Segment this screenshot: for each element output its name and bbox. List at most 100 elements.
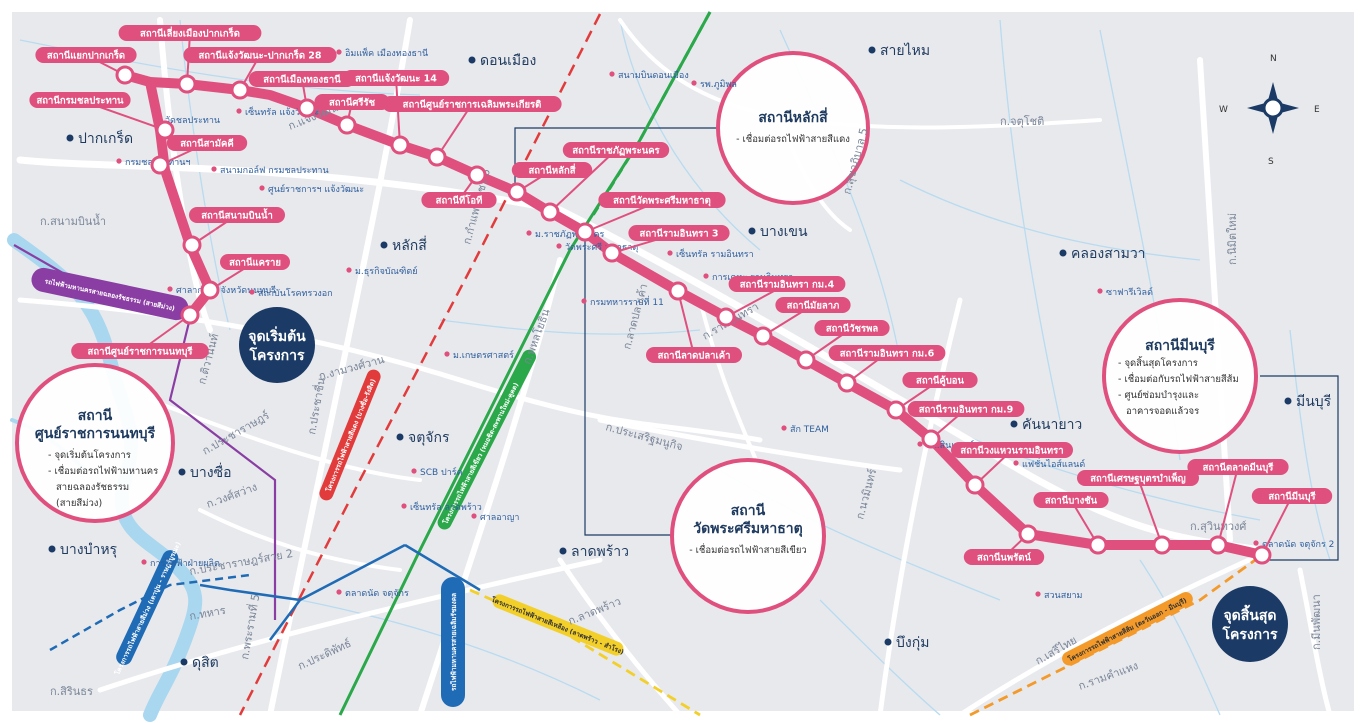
poi-pin-icon <box>236 108 242 114</box>
station-rajabhat[interactable]: สถานีราชภัฏพระนคร <box>540 142 670 222</box>
start-badge: จุดเริ่มต้น โครงการ <box>239 307 315 383</box>
station-dot <box>668 281 688 301</box>
station-label: สถานีวงแหวนรามอินทรา <box>960 445 1063 457</box>
station-dot <box>1252 545 1272 565</box>
poi-pin-icon <box>667 250 673 256</box>
compass-rose-icon: N S E W <box>1219 54 1320 167</box>
station-laksi[interactable]: สถานีหลักสี่ <box>507 162 593 202</box>
station-label: สถานีคู้บอน <box>916 375 964 388</box>
station-sanambinnam[interactable]: สถานีสนามบินน้ำ <box>182 207 285 255</box>
station-mueang-thong[interactable]: สถานีเมืองทองธานี <box>248 71 356 118</box>
callout-nonthaburi-b3: สายฉลองรัชธรรม <box>56 482 129 493</box>
station-wat-phra-sri[interactable]: สถานีวัดพระศรีมหาธาตุ <box>575 192 726 242</box>
station-maiyalap[interactable]: สถานีมัยลาภ <box>753 297 851 346</box>
station-talat-minburi[interactable]: สถานีตลาดมีนบุรี <box>1187 459 1289 555</box>
station-minburi[interactable]: สถานีมีนบุรี <box>1251 488 1333 565</box>
callout-nonthaburi[interactable]: สถานี ศูนย์ราชการนนทบุรี - จุดเริ่มต้นโค… <box>15 363 175 523</box>
stations-layer: สถานีแยกปากเกร็ดสถานีเลี่ยงเมืองปากเกร็ด… <box>29 25 1333 565</box>
poi-pin-icon <box>141 559 147 565</box>
place-dot <box>559 547 567 555</box>
station-label: สถานีหลักสี่ <box>528 163 575 177</box>
station-label: สถานีรามอินทรา 3 <box>640 228 719 240</box>
station-dot <box>427 147 447 167</box>
station-dot <box>182 235 202 255</box>
poi-pin-icon <box>526 230 532 236</box>
station-lieng-pk[interactable]: สถานีเลี่ยงเมืองปากเกร็ด <box>118 25 262 94</box>
station-ramintra-km4[interactable]: สถานีรามอินทรา กม.4 <box>716 276 846 327</box>
road-label: ก.นิมิตใหม่ <box>1226 213 1239 265</box>
station-nonthaburi-govt[interactable]: สถานีศูนย์ราชการนนทบุรี <box>71 305 209 359</box>
callout-laksi[interactable]: สถานีหลักสี่ - เชื่อมต่อรถไฟฟ้าสายสีแดง <box>716 51 870 205</box>
station-dot <box>150 155 170 175</box>
station-pill <box>421 192 497 208</box>
station-watcharaphon[interactable]: สถานีวัชรพล <box>796 320 890 370</box>
station-srirat[interactable]: สถานีศรีรัช <box>314 94 390 135</box>
place-label: มีนบุรี <box>1296 394 1332 410</box>
station-dot <box>1018 524 1038 544</box>
road-label: ก.สิรินธร <box>50 685 93 698</box>
end-badge-line1: จุดสิ้นสุด <box>1223 604 1276 624</box>
station-label: สถานีรามอินทรา กม.6 <box>840 348 935 360</box>
station-cw14[interactable]: สถานีแจ้งวัฒนะ 14 <box>342 70 450 155</box>
poi-label: สนามกอล์ฟ กรมชลประทาน <box>220 164 329 176</box>
station-pill <box>814 320 890 336</box>
place-dot <box>396 433 404 441</box>
poi-pin-icon <box>471 513 477 519</box>
station-dot <box>297 98 317 118</box>
station-kon-chon[interactable]: สถานีกรมชลประทาน <box>29 92 175 140</box>
station-dot <box>155 120 175 140</box>
poi-pin-icon <box>781 425 787 431</box>
station-khubon[interactable]: สถานีคู้บอน <box>886 372 978 420</box>
station-pill <box>314 94 390 110</box>
callout-minburi[interactable]: สถานีมีนบุรี - จุดสิ้นสุดโครงการ - เชื่อ… <box>1102 298 1258 454</box>
station-label: สถานีสนามบินน้ำ <box>201 208 273 222</box>
callout-nonthaburi-title1: สถานี <box>78 408 113 424</box>
station-pill <box>1077 470 1199 486</box>
poi-pin-icon <box>1253 540 1259 546</box>
station-tot[interactable]: สถานีทีโอที <box>421 165 497 208</box>
station-samakkhi[interactable]: สถานีสามัคคี <box>150 135 248 175</box>
station-nong-chok[interactable]: สถานีนพรัตน์ <box>963 524 1045 565</box>
station-bang-chan[interactable]: สถานีบางชัน <box>1033 492 1109 555</box>
poi-pin-icon <box>1013 460 1019 466</box>
station-label: สถานีเศรษฐบุตรบำเพ็ญ <box>1090 472 1186 485</box>
poi-label: วัดพระศรี มหาธาตุ <box>565 242 638 253</box>
station-label: สถานีศรีรัช <box>329 97 376 109</box>
start-badge-line2: โครงการ <box>248 346 305 364</box>
station-ramintra3[interactable]: สถานีรามอินทรา 3 <box>602 225 730 263</box>
callout-minburi-b2: - เชื่อมต่อกับรถไฟฟ้าสายสีส้ม <box>1118 372 1239 385</box>
station-dot <box>337 115 357 135</box>
station-setthabutbamphen[interactable]: สถานีเศรษฐบุตรบำเพ็ญ <box>1077 470 1199 555</box>
callout-wat[interactable]: สถานี วัดพระศรีมหาธาตุ - เชื่อมต่อรถไฟฟ้… <box>670 458 826 614</box>
station-pill <box>189 207 285 223</box>
station-pill <box>342 70 450 86</box>
station-cw-pk28[interactable]: สถานีแจ้งวัฒนะ-ปากเกร็ด 28 <box>183 47 337 100</box>
station-lat-pla-khao[interactable]: สถานีลาดปลาเค้า <box>646 281 742 363</box>
places-layer: ดอนเมืองสายไหมปากเกร็ดหลักสี่บางเขนคลองส… <box>48 42 1332 671</box>
station-label: สถานีเมืองทองธานี <box>263 74 341 86</box>
place-label: บางซื่อ <box>190 463 232 481</box>
station-label: สถานีกรมชลประทาน <box>36 95 124 107</box>
station-label: สถานีวัชรพล <box>826 323 879 335</box>
station-label: สถานีมีนบุรี <box>1268 491 1316 503</box>
station-nong-wong[interactable]: สถานีวงแหวนรามอินทรา <box>951 442 1073 495</box>
station-ramintra-km9[interactable]: สถานีรามอินทรา กม.9 <box>907 401 1025 449</box>
station-pk-bypass[interactable]: สถานีแยกปากเกร็ด <box>35 47 137 85</box>
station-label: สถานีแคราย <box>229 257 281 269</box>
poi-label: สนามบินดอนเมือง <box>618 70 689 81</box>
place-dot <box>884 638 892 646</box>
poi-pin-icon <box>411 468 417 474</box>
road-label: ก.มีนพัฒนา <box>1310 594 1323 650</box>
compass-s: S <box>1268 157 1274 167</box>
station-ramintra-km6[interactable]: สถานีรามอินทรา กม.6 <box>828 345 946 393</box>
station-govt-center[interactable]: สถานีศูนย์ราชการเฉลิมพระเกียรติ <box>382 96 562 167</box>
place-label: คันนายาว <box>1022 417 1082 433</box>
station-pill <box>166 135 248 151</box>
station-pill <box>963 549 1045 565</box>
station-label: สถานีศูนย์ราชการนนทบุรี <box>88 346 194 359</box>
station-khae-rai[interactable]: สถานีแคราย <box>200 254 290 300</box>
poi-label: สถาบันโรคทรวงอก <box>258 288 333 299</box>
station-dot <box>390 135 410 155</box>
station-dot <box>180 305 200 325</box>
station-dot <box>965 475 985 495</box>
